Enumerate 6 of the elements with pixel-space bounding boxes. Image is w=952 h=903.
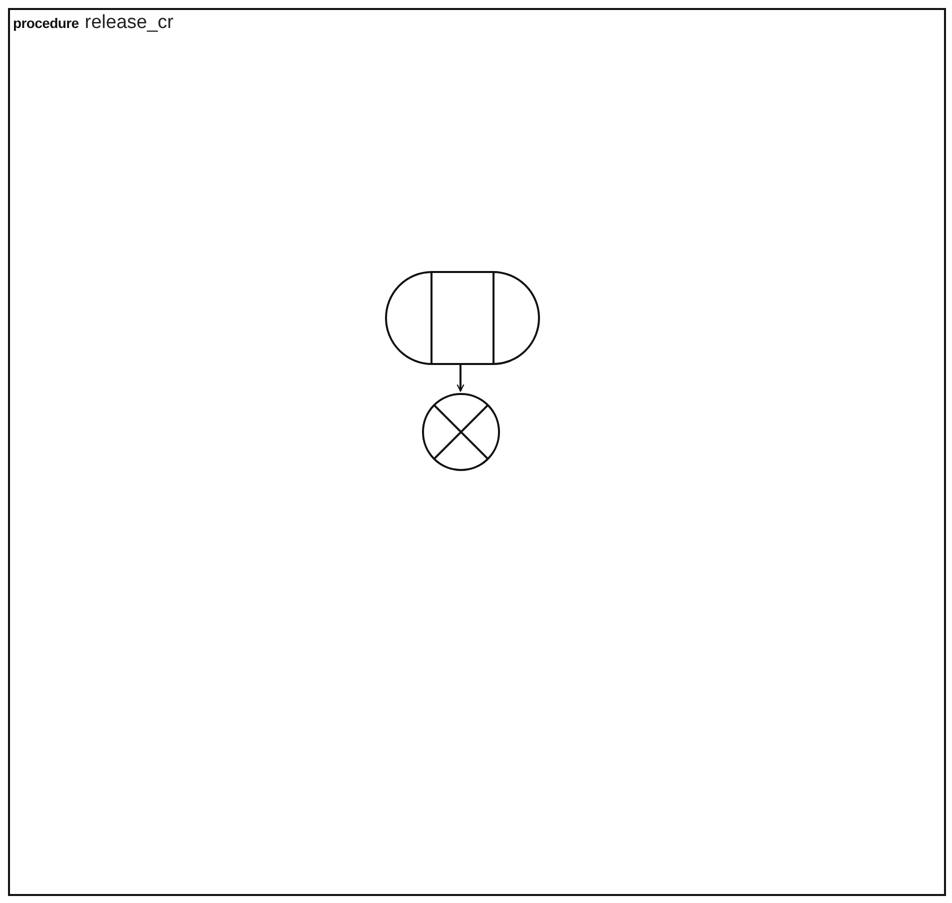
return-symbol bbox=[422, 393, 500, 471]
keyword-label: procedure bbox=[13, 15, 79, 31]
procedure-name: release_cr bbox=[84, 12, 174, 34]
arrow bbox=[456, 363, 464, 392]
procedure-frame bbox=[8, 8, 946, 896]
procedure-start-symbol bbox=[385, 271, 540, 365]
